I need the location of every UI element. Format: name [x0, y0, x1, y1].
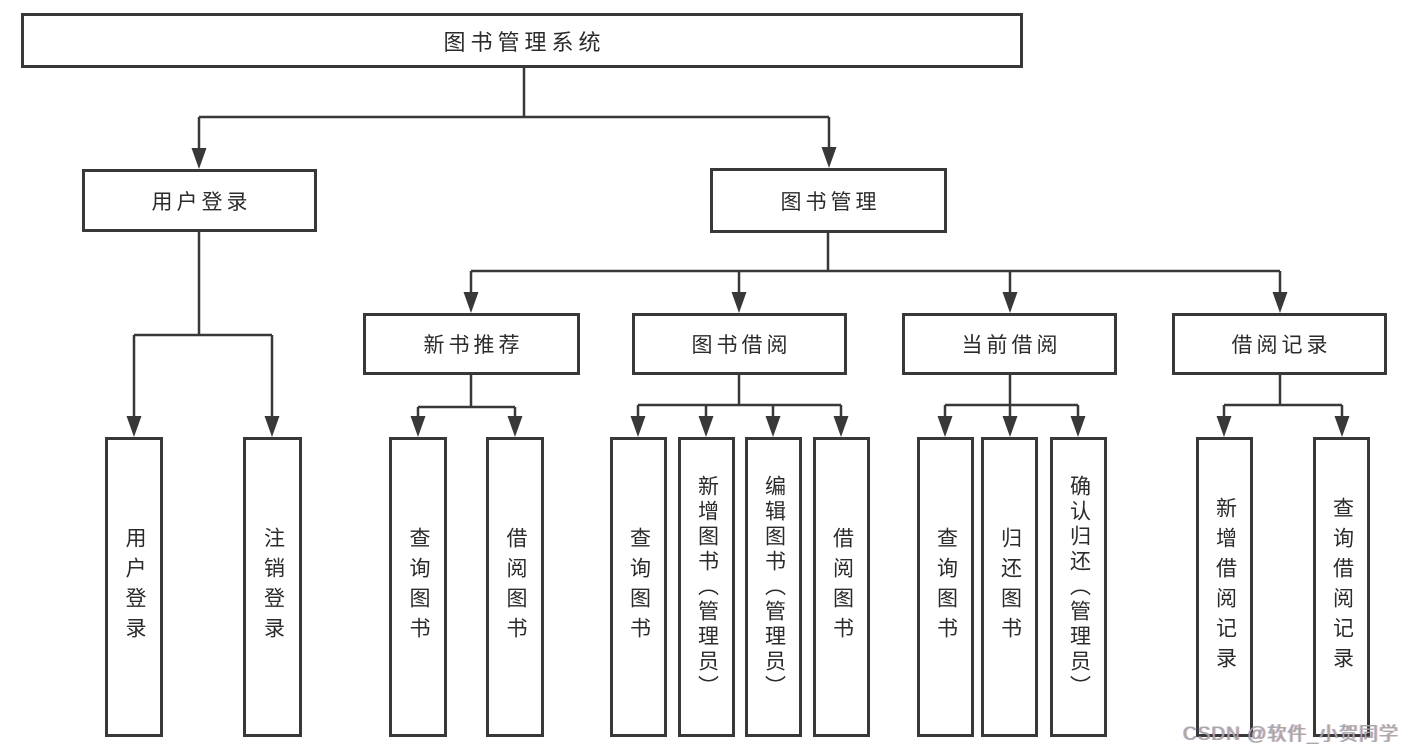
- arrowhead: [1002, 416, 1018, 437]
- arrowhead: [833, 416, 849, 437]
- node-book-borrowing: 图书借阅: [632, 313, 847, 375]
- arrowhead: [410, 416, 426, 437]
- arrowhead: [1272, 292, 1288, 313]
- leaf-query-books-recommend: 查询图书: [389, 437, 447, 737]
- arrowhead: [630, 416, 646, 437]
- connector-newbook-to-leaves: [416, 375, 517, 420]
- leaf-add-books-admin: 新增图书（管理员）: [678, 437, 735, 737]
- leaf-query-books-borrow: 查询图书: [610, 437, 667, 737]
- leaf-return-books: 归还图书: [981, 437, 1038, 737]
- arrowhead: [264, 416, 280, 437]
- arrowhead: [1216, 416, 1232, 437]
- arrowhead: [698, 416, 714, 437]
- arrowheads: [126, 147, 1350, 437]
- arrowhead: [463, 292, 479, 313]
- leaf-add-borrow-record: 新增借阅记录: [1196, 437, 1253, 737]
- arrowhead: [1070, 416, 1086, 437]
- node-user-login-branch: 用户登录: [82, 169, 317, 232]
- leaf-user-login: 用户登录: [105, 437, 163, 737]
- arrowhead: [126, 416, 142, 437]
- connector-root-to-level2: [197, 68, 831, 152]
- csdn-watermark: CSDN @软件_小贺同学: [1183, 724, 1399, 745]
- leaf-confirm-return-admin: 确认归还（管理员）: [1050, 437, 1107, 737]
- connector-borrow-to-leaves: [636, 375, 843, 420]
- leaf-logout: 注销登录: [243, 437, 302, 737]
- arrowhead: [1002, 292, 1018, 313]
- leaf-borrow-books-recommend: 借阅图书: [486, 437, 544, 737]
- connector-records-to-leaves: [1222, 375, 1344, 420]
- connector-current-to-leaves: [943, 375, 1080, 420]
- arrowhead: [821, 147, 837, 168]
- node-book-management: 图书管理: [710, 168, 947, 233]
- leaf-edit-books-admin: 编辑图书（管理员）: [745, 437, 802, 737]
- leaf-query-borrow-record: 查询借阅记录: [1313, 437, 1370, 737]
- arrowhead: [1334, 416, 1350, 437]
- node-borrowing-records: 借阅记录: [1172, 313, 1387, 375]
- node-library-system: 图书管理系统: [21, 13, 1023, 68]
- arrowhead: [937, 416, 953, 437]
- arrowhead: [731, 292, 747, 313]
- leaf-borrow-books: 借阅图书: [813, 437, 870, 737]
- node-new-book-recommendation: 新书推荐: [363, 313, 580, 375]
- arrowhead: [765, 416, 781, 437]
- connector-bookmgmt-to-level3: [469, 233, 1282, 296]
- connector-userlogin-to-leaves: [132, 232, 274, 420]
- node-current-borrowing: 当前借阅: [902, 313, 1117, 375]
- leaf-query-books-current: 查询图书: [917, 437, 974, 737]
- arrowhead: [191, 148, 207, 169]
- arrowhead: [507, 416, 523, 437]
